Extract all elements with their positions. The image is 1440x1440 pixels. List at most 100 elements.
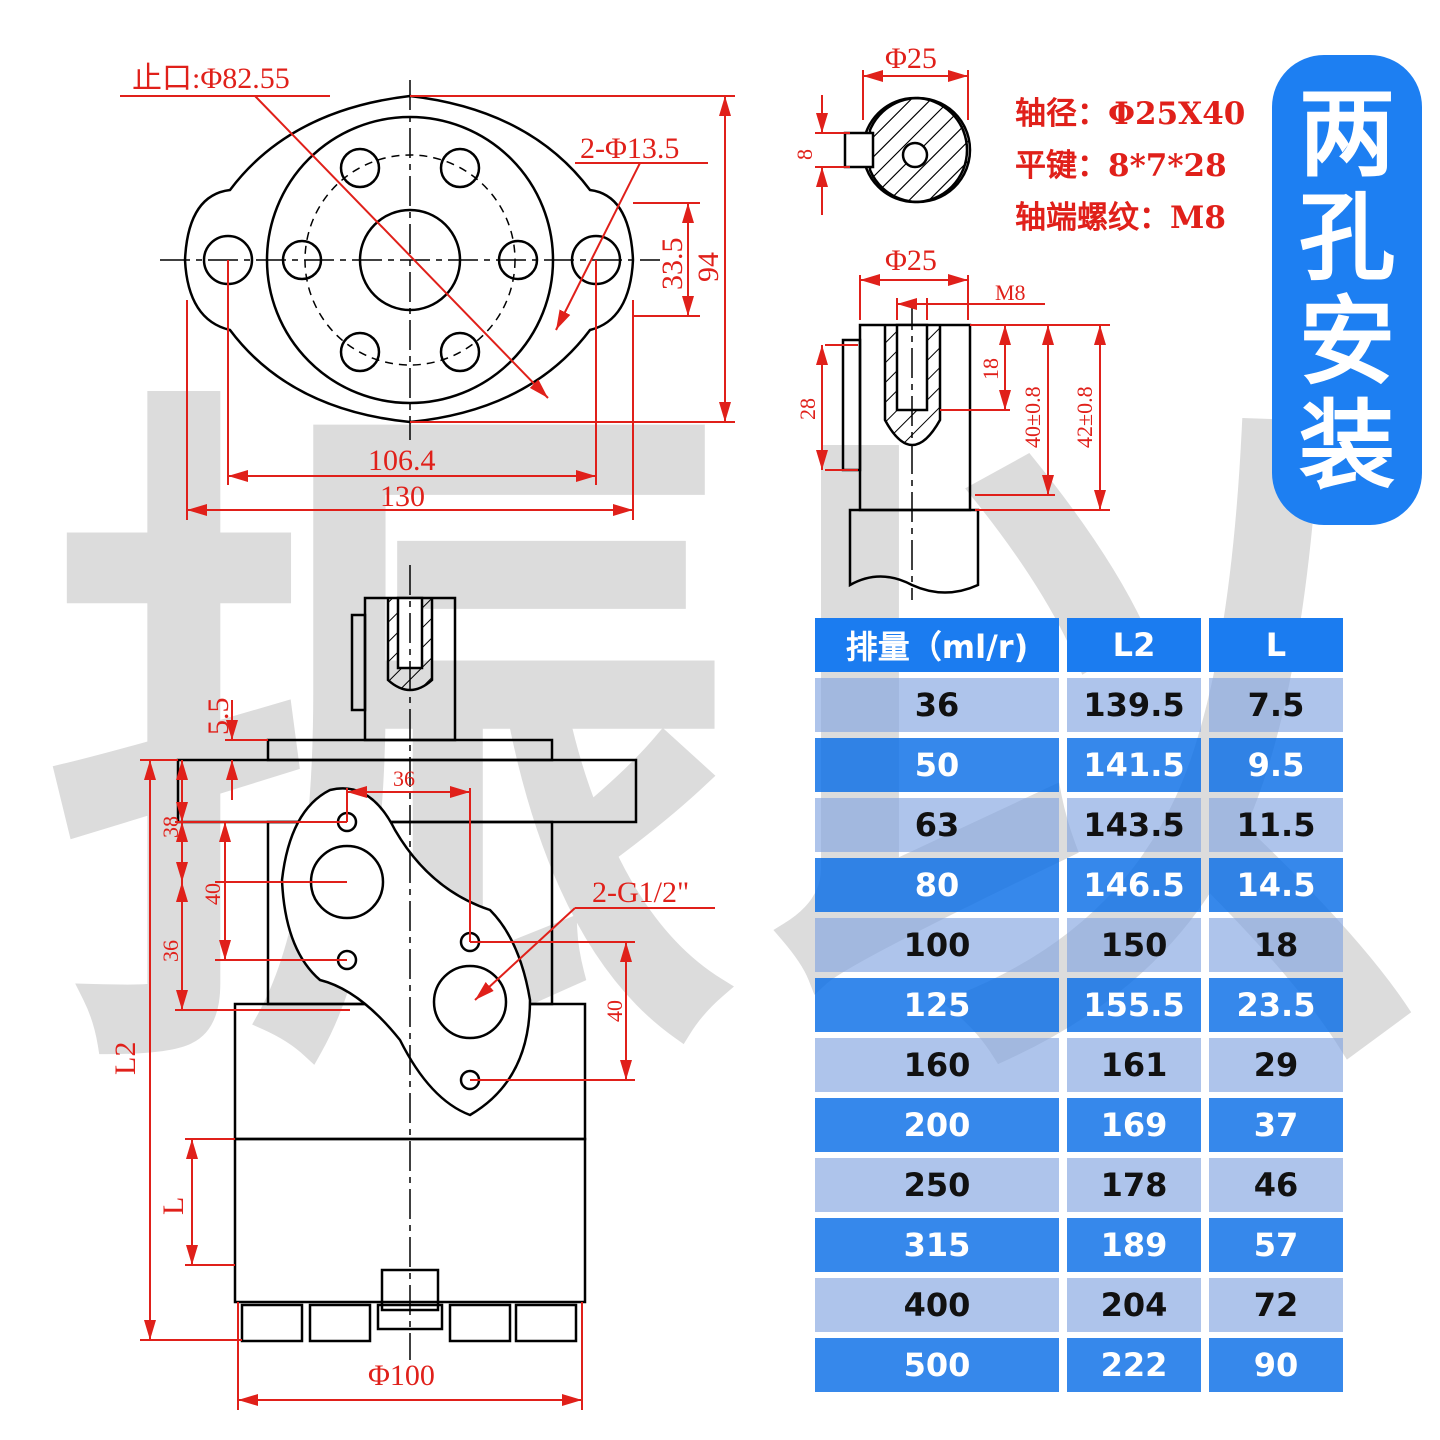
- table-cell: 125: [815, 978, 1059, 1032]
- bolt-hole-2: [439, 147, 481, 189]
- L2-label: L2: [109, 1042, 142, 1075]
- badge-char-2: 孔: [1299, 182, 1395, 294]
- header-L2: L2: [1067, 618, 1201, 672]
- table-cell: 7.5: [1209, 678, 1343, 732]
- table-cell: 57: [1209, 1218, 1343, 1272]
- table-cell: 141.5: [1067, 738, 1201, 792]
- shaft-section-dia: Φ25: [885, 42, 937, 75]
- table-cell: 36: [815, 678, 1059, 732]
- table-cell: 14.5: [1209, 858, 1343, 912]
- table-header-row: 排量（ml/r) L2 L: [815, 618, 1343, 672]
- table-cell: 189: [1067, 1218, 1201, 1272]
- front-view: [176, 565, 638, 1360]
- table-cell: 18: [1209, 918, 1343, 972]
- table-cell: 63: [815, 798, 1059, 852]
- dim-40: 40±0.8: [1020, 386, 1045, 448]
- table-cell: 143.5: [1067, 798, 1201, 852]
- dim-94: 94: [692, 252, 725, 282]
- table-cell: 72: [1209, 1278, 1343, 1332]
- mounting-badge: 两 孔 安 装: [1272, 55, 1422, 525]
- table-cell: 100: [815, 918, 1059, 972]
- flange-outline: [183, 94, 635, 424]
- bolt-hole-5: [339, 331, 381, 373]
- table-cell: 29: [1209, 1038, 1343, 1092]
- table-cell: 155.5: [1067, 978, 1201, 1032]
- table-cell: 169: [1067, 1098, 1201, 1152]
- dim-106-4: 106.4: [368, 444, 436, 477]
- table-cell: 315: [815, 1218, 1059, 1272]
- table-cell: 23.5: [1209, 978, 1343, 1032]
- badge-char-4: 装: [1299, 390, 1395, 502]
- port-label: 2-G1/2": [592, 876, 689, 909]
- front-view-dims: [140, 700, 715, 1410]
- table-cell: 204: [1067, 1278, 1201, 1332]
- table-cell: 200: [815, 1098, 1059, 1152]
- dim-33-5: 33.5: [656, 238, 689, 291]
- dim-40-left: 40: [200, 883, 225, 905]
- dim-36-left: 36: [158, 940, 183, 962]
- badge-char-3: 安: [1299, 286, 1395, 398]
- table-cell: 161: [1067, 1038, 1201, 1092]
- table-cell: 50: [815, 738, 1059, 792]
- spec-thread: 轴端螺纹：M8: [1015, 200, 1226, 236]
- table-cell: 178: [1067, 1158, 1201, 1212]
- dim-36-top: 36: [393, 766, 415, 791]
- dim-130: 130: [380, 480, 425, 513]
- table-cell: 37: [1209, 1098, 1343, 1152]
- dim-40-right: 40: [602, 1000, 627, 1022]
- shaft-side-thread: M8: [995, 280, 1026, 305]
- shaft-section-dims: [815, 70, 969, 215]
- shaft-side: [841, 300, 980, 600]
- spec-shaft: 轴径：Φ25X40: [1015, 96, 1246, 132]
- top-view: [160, 80, 660, 440]
- top-view-dims: [120, 95, 735, 520]
- dia-100-label: Φ100: [368, 1359, 435, 1392]
- L-label: L: [157, 1197, 190, 1215]
- header-displacement: 排量（ml/r): [815, 618, 1059, 672]
- table-cell: 46: [1209, 1158, 1343, 1212]
- badge-char-1: 两: [1299, 78, 1395, 190]
- table-cell: 222: [1067, 1338, 1201, 1392]
- table-cell: 11.5: [1209, 798, 1343, 852]
- table-cell: 90: [1209, 1338, 1343, 1392]
- table-cell: 250: [815, 1158, 1059, 1212]
- spigot-label: 止口:Φ82.55: [132, 62, 290, 95]
- header-L: L: [1209, 618, 1343, 672]
- table-cell: 400: [815, 1278, 1059, 1332]
- table-cell: 139.5: [1067, 678, 1201, 732]
- table-cell: 9.5: [1209, 738, 1343, 792]
- bolt-hole-1: [339, 147, 381, 189]
- table-cell: 80: [815, 858, 1059, 912]
- table-cell: 150: [1067, 918, 1201, 972]
- bolt-hole-6: [439, 331, 481, 373]
- dim-38: 38: [158, 816, 183, 838]
- port-plate: [280, 787, 532, 1117]
- dim-42: 42±0.8: [1072, 386, 1097, 448]
- table-cell: 500: [815, 1338, 1059, 1392]
- port-2: [432, 964, 508, 1040]
- shaft-section-key: 8: [792, 149, 817, 160]
- holes-label: 2-Φ13.5: [580, 132, 679, 165]
- table-cell: 160: [815, 1038, 1059, 1092]
- spec-key: 平键：8*7*28: [1015, 148, 1227, 184]
- shaft-section: [843, 96, 972, 204]
- shaft-side-dia: Φ25: [885, 244, 937, 277]
- shaft-side-dims: [816, 274, 1110, 511]
- table-cell: 146.5: [1067, 858, 1201, 912]
- dim-28: 28: [795, 398, 820, 420]
- dim-5-5: 5.5: [202, 698, 235, 736]
